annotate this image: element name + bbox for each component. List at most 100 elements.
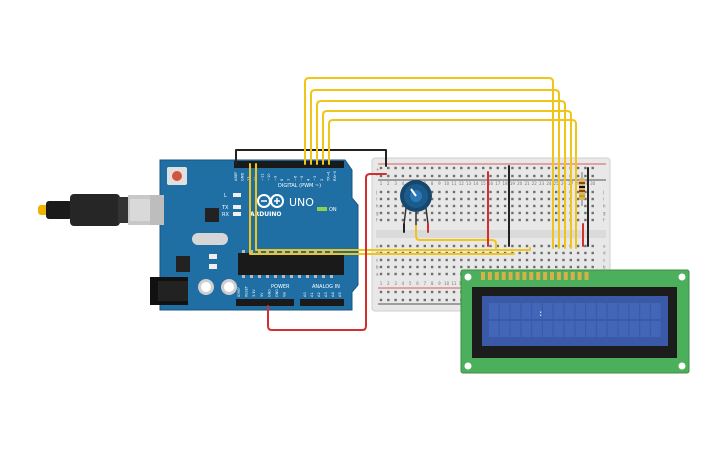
terminal-hole[interactable] [474, 258, 478, 262]
rail-hole[interactable] [401, 298, 405, 302]
terminal-hole[interactable] [445, 244, 448, 248]
terminal-hole[interactable] [525, 251, 529, 255]
terminal-hole[interactable] [503, 265, 507, 269]
terminal-hole[interactable] [511, 211, 514, 215]
terminal-hole[interactable] [430, 218, 434, 222]
rail-hole[interactable] [518, 166, 521, 170]
terminal-hole[interactable] [511, 218, 514, 222]
terminal-hole[interactable] [430, 190, 434, 194]
terminal-hole[interactable] [489, 204, 492, 208]
terminal-hole[interactable] [547, 204, 551, 208]
terminal-hole[interactable] [394, 258, 397, 262]
terminal-hole[interactable] [540, 190, 543, 194]
rail-hole[interactable] [438, 290, 441, 294]
terminal-hole[interactable] [540, 211, 543, 215]
terminal-hole[interactable] [387, 204, 390, 208]
lcd-pin[interactable] [515, 272, 520, 280]
terminal-hole[interactable] [496, 190, 499, 194]
terminal-hole[interactable] [416, 265, 419, 269]
terminal-hole[interactable] [576, 197, 580, 201]
terminal-hole[interactable] [511, 204, 514, 208]
rail-hole[interactable] [518, 174, 521, 178]
terminal-hole[interactable] [547, 258, 551, 262]
lcd-pin[interactable] [570, 272, 575, 280]
terminal-hole[interactable] [525, 265, 529, 269]
rail-hole[interactable] [401, 174, 405, 178]
terminal-hole[interactable] [518, 244, 521, 248]
terminal-hole[interactable] [555, 211, 558, 215]
rail-hole[interactable] [430, 298, 434, 302]
terminal-hole[interactable] [452, 211, 456, 215]
terminal-hole[interactable] [540, 258, 543, 262]
potentiometer[interactable] [400, 180, 432, 226]
rail-hole[interactable] [416, 290, 419, 294]
terminal-hole[interactable] [467, 190, 470, 194]
terminal-hole[interactable] [423, 218, 426, 222]
rail-hole[interactable] [409, 174, 412, 178]
terminal-hole[interactable] [423, 272, 426, 276]
lcd-pin[interactable] [584, 272, 589, 280]
terminal-hole[interactable] [401, 218, 405, 222]
terminal-hole[interactable] [467, 218, 470, 222]
rail-hole[interactable] [445, 166, 448, 170]
terminal-hole[interactable] [379, 272, 383, 276]
wires[interactable] [235, 77, 589, 331]
rail-hole[interactable] [409, 298, 412, 302]
terminal-hole[interactable] [533, 204, 536, 208]
terminal-hole[interactable] [430, 204, 434, 208]
rail-hole[interactable] [533, 166, 536, 170]
rail-hole[interactable] [409, 166, 412, 170]
terminal-hole[interactable] [409, 244, 412, 248]
terminal-hole[interactable] [452, 204, 456, 208]
terminal-hole[interactable] [379, 197, 383, 201]
terminal-hole[interactable] [518, 251, 521, 255]
terminal-hole[interactable] [394, 197, 397, 201]
lcd-16x2[interactable]: : [460, 269, 690, 374]
terminal-hole[interactable] [555, 197, 558, 201]
terminal-hole[interactable] [379, 218, 383, 222]
terminal-hole[interactable] [445, 218, 448, 222]
terminal-hole[interactable] [430, 258, 434, 262]
terminal-hole[interactable] [503, 211, 507, 215]
rail-hole[interactable] [423, 166, 426, 170]
terminal-hole[interactable] [591, 251, 594, 255]
terminal-hole[interactable] [401, 265, 405, 269]
terminal-hole[interactable] [511, 244, 514, 248]
rail-hole[interactable] [452, 298, 456, 302]
terminal-hole[interactable] [584, 218, 587, 222]
terminal-hole[interactable] [394, 265, 397, 269]
terminal-hole[interactable] [555, 218, 558, 222]
rail-hole[interactable] [416, 166, 419, 170]
terminal-hole[interactable] [416, 244, 419, 248]
terminal-hole[interactable] [591, 204, 594, 208]
terminal-hole[interactable] [394, 244, 397, 248]
terminal-hole[interactable] [525, 211, 529, 215]
terminal-hole[interactable] [562, 190, 565, 194]
terminal-hole[interactable] [576, 265, 580, 269]
terminal-hole[interactable] [467, 197, 470, 201]
terminal-hole[interactable] [576, 258, 580, 262]
terminal-hole[interactable] [591, 265, 594, 269]
terminal-hole[interactable] [430, 211, 434, 215]
terminal-hole[interactable] [423, 211, 426, 215]
rail-hole[interactable] [503, 174, 507, 178]
terminal-hole[interactable] [474, 204, 478, 208]
rail-hole[interactable] [511, 166, 514, 170]
rail-hole[interactable] [379, 166, 383, 170]
rail-hole[interactable] [525, 174, 529, 178]
terminal-hole[interactable] [452, 244, 456, 248]
rail-hole[interactable] [562, 166, 565, 170]
rail-hole[interactable] [423, 174, 426, 178]
rail-hole[interactable] [423, 298, 426, 302]
terminal-hole[interactable] [460, 190, 463, 194]
terminal-hole[interactable] [503, 204, 507, 208]
terminal-hole[interactable] [518, 204, 521, 208]
terminal-hole[interactable] [503, 218, 507, 222]
rail-hole[interactable] [430, 166, 434, 170]
terminal-hole[interactable] [379, 211, 383, 215]
terminal-hole[interactable] [555, 204, 558, 208]
rail-hole[interactable] [438, 174, 441, 178]
terminal-hole[interactable] [452, 272, 456, 276]
terminal-hole[interactable] [584, 197, 587, 201]
rail-hole[interactable] [430, 290, 434, 294]
